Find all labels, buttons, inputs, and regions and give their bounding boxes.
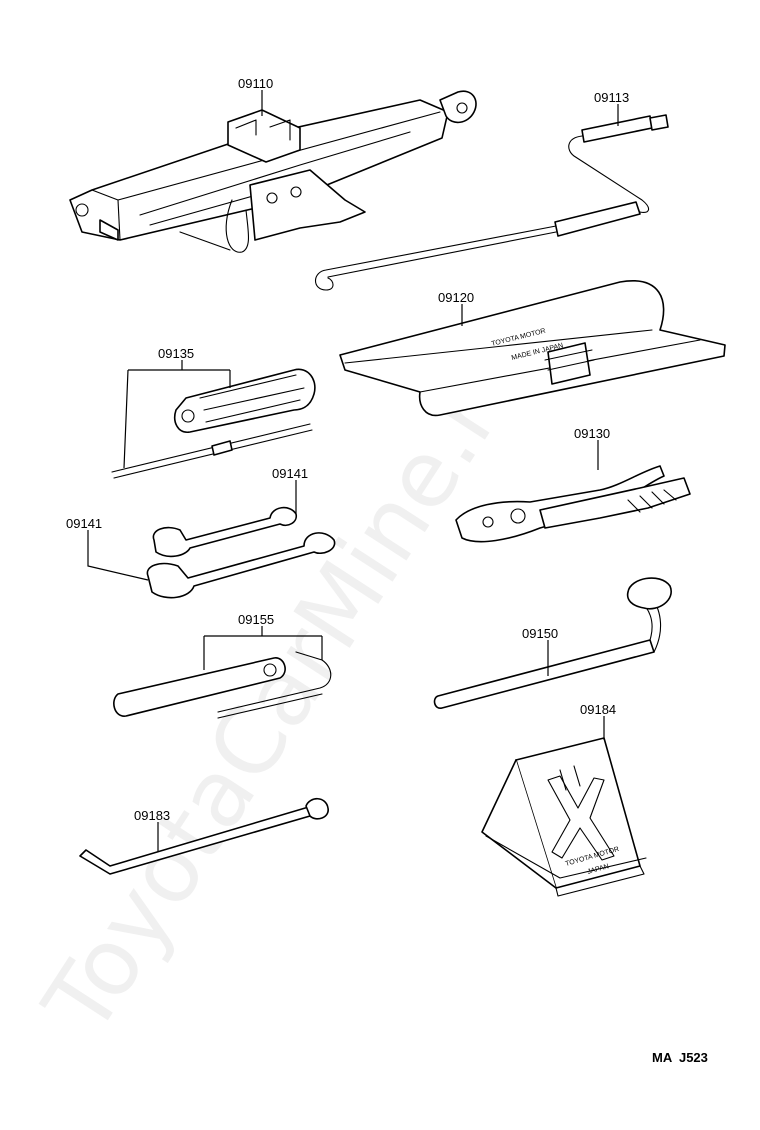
part-number-09141-large: 09141 [66, 516, 102, 531]
jack-handle-drawing [314, 114, 669, 291]
part-number-09135: 09135 [158, 346, 194, 361]
part-number-09110: 09110 [238, 76, 273, 91]
part-number-09183: 09183 [134, 808, 170, 823]
part-number-09155: 09155 [238, 612, 274, 627]
part-number-09150: 09150 [522, 626, 558, 641]
tool-bag-drawing: TOYOTA MOTOR MADE IN JAPAN [339, 280, 726, 417]
part-number-09184: 09184 [580, 702, 616, 717]
wheel-chock-drawing: TOYOTA MOTOR JAPAN [481, 737, 647, 897]
hook-bar-drawing [79, 797, 329, 875]
pliers-drawing [455, 465, 691, 543]
part-number-09130: 09130 [574, 426, 610, 441]
part-number-09120: 09120 [438, 290, 474, 305]
part-number-09141-small: 09141 [272, 466, 308, 481]
socket-wrench-drawing [113, 651, 332, 719]
jack-drawing [69, 90, 477, 253]
screwdriver-drawing [111, 368, 316, 479]
part-number-09113: 09113 [594, 90, 629, 105]
lug-wrench-drawing [433, 577, 672, 709]
diagram-code: MA J523 [652, 1050, 708, 1065]
